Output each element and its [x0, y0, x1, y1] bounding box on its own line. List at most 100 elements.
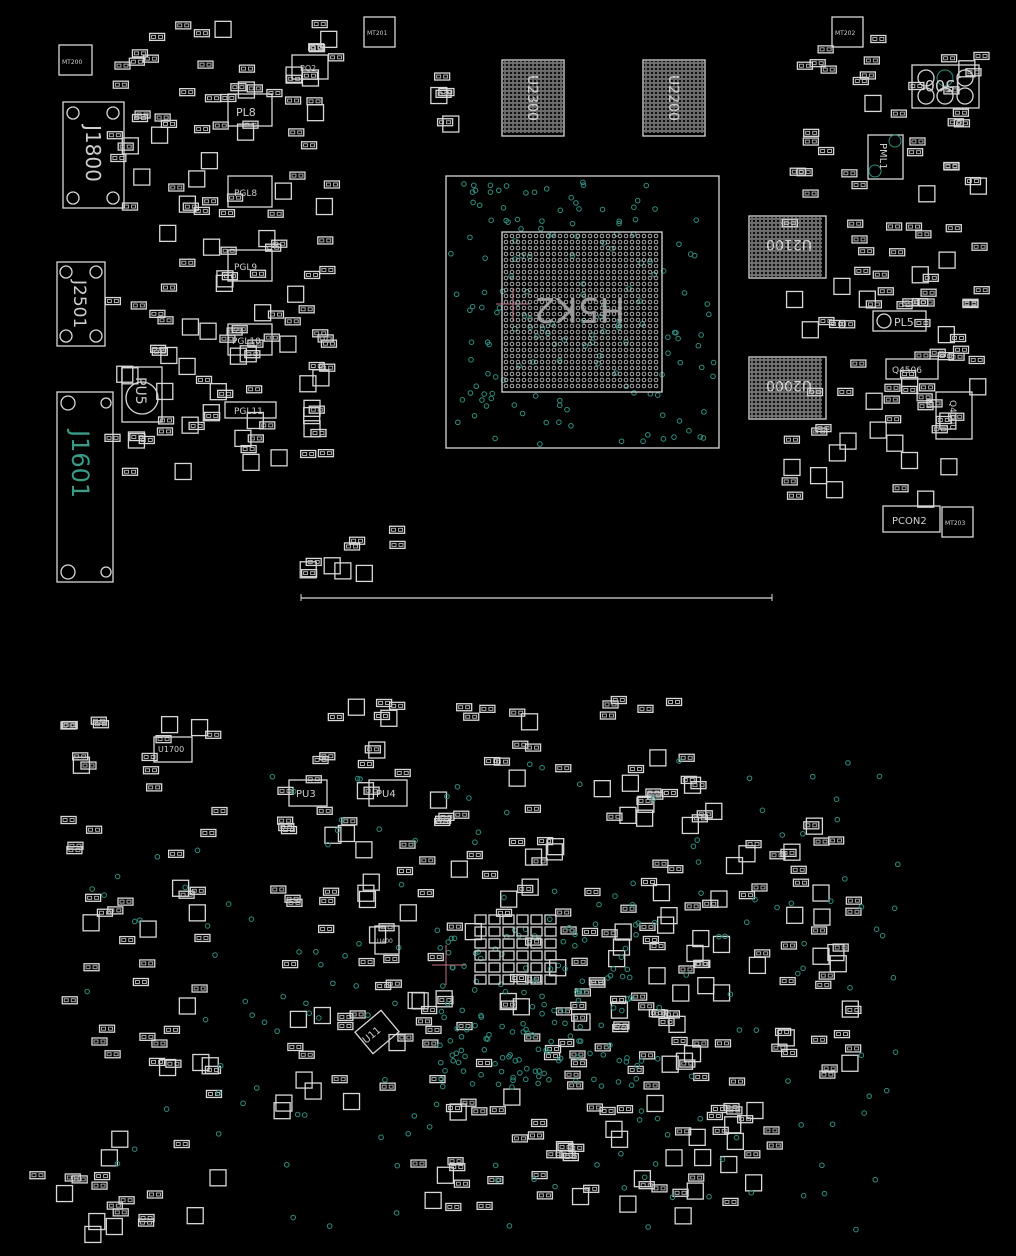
smd-component: [327, 53, 345, 62]
via: [468, 356, 474, 363]
via: [445, 949, 452, 956]
smd-component: [661, 1055, 679, 1073]
smd-component: [450, 860, 468, 878]
connector-j500[interactable]: J500: [911, 64, 980, 109]
smd-component: [777, 1029, 795, 1047]
via: [779, 832, 786, 838]
via: [438, 1076, 445, 1083]
ic-u1700[interactable]: U1700: [153, 736, 193, 763]
via: [615, 1079, 622, 1085]
smd-component: [811, 1035, 828, 1044]
inductor-pgl8[interactable]: PGL8: [227, 175, 273, 208]
memory-u2100[interactable]: U2100: [748, 215, 827, 279]
connector-j1601[interactable]: J1601: [56, 391, 114, 583]
inductor-pl8[interactable]: PL8: [227, 93, 273, 127]
smd-component: [266, 88, 283, 98]
label-pcon2: PCON2: [892, 516, 927, 527]
via: [610, 966, 617, 972]
power-ic-pu4[interactable]: PU4: [368, 779, 408, 807]
inductor-pl5[interactable]: PL5: [872, 310, 927, 332]
memory-u2300[interactable]: U2300: [501, 59, 565, 137]
via: [581, 937, 588, 943]
smd-component: [818, 316, 835, 326]
smd-component: [300, 449, 317, 459]
inductor-pml1[interactable]: PML1: [867, 134, 904, 180]
connector-pcon2[interactable]: PCON2: [882, 505, 941, 533]
via: [514, 300, 521, 306]
inductor-pgl11[interactable]: PGL11: [224, 401, 277, 419]
smd-component: [104, 296, 122, 306]
smd-component: [599, 711, 617, 720]
smd-component: [464, 922, 482, 941]
via: [641, 1174, 648, 1181]
label-u11: U11: [361, 1025, 383, 1046]
via: [461, 963, 467, 969]
inductor-pgl9[interactable]: PGL9: [227, 249, 273, 282]
smd-component: [306, 104, 325, 122]
via: [455, 419, 461, 426]
via: [638, 1108, 645, 1114]
smd-component: [274, 182, 293, 200]
via: [847, 984, 853, 991]
via: [442, 1067, 448, 1074]
via: [89, 886, 95, 892]
memory-u2000[interactable]: U2000: [748, 356, 827, 420]
via: [313, 949, 319, 955]
via: [516, 1057, 522, 1063]
via: [526, 761, 533, 768]
smd-component: [973, 286, 990, 295]
memory-u2200[interactable]: U2200: [642, 59, 706, 137]
smd-component: [608, 949, 626, 968]
gpu-package[interactable]: H5K2: [445, 175, 720, 449]
smd-component: [173, 1139, 190, 1149]
via: [656, 1004, 663, 1011]
ic-u11[interactable]: U11: [354, 1009, 400, 1055]
via: [560, 1007, 567, 1014]
via: [500, 205, 507, 211]
smd-component: [820, 65, 837, 74]
power-ic-pu3[interactable]: PU3: [288, 779, 328, 807]
via: [101, 892, 107, 898]
smd-component: [652, 859, 669, 868]
inductor-pgl10[interactable]: PGL10: [227, 323, 273, 356]
smd-component: [851, 180, 868, 190]
via: [306, 1010, 313, 1016]
transistor-pq2[interactable]: PQ2: [291, 54, 329, 80]
bottom-cpu-area[interactable]: [432, 914, 557, 985]
smd-component: [341, 817, 358, 826]
via: [618, 438, 625, 445]
mounting-hole-mt202: MT202: [831, 16, 864, 48]
via: [481, 289, 488, 296]
via: [519, 410, 526, 417]
smd-component: [188, 904, 206, 922]
power-ic-pu5[interactable]: PU5: [121, 366, 163, 423]
via: [498, 1068, 505, 1075]
via: [487, 189, 494, 195]
connector-j1800[interactable]: J1800: [62, 101, 125, 209]
via: [489, 390, 496, 397]
via: [624, 1055, 630, 1061]
smd-component: [160, 283, 178, 292]
connector-j2501[interactable]: J2501: [56, 261, 106, 347]
via: [477, 955, 484, 962]
smd-component: [586, 1103, 604, 1112]
smd-component: [347, 698, 366, 716]
transistor-q4100[interactable]: Q4100: [935, 391, 973, 440]
via: [539, 1010, 545, 1017]
smd-component: [66, 846, 83, 855]
via: [675, 335, 681, 342]
smd-component: [284, 96, 302, 105]
via: [879, 932, 886, 939]
via: [453, 1050, 460, 1057]
smd-component: [191, 984, 208, 993]
smd-component: [917, 402, 934, 411]
smd-component: [349, 1010, 366, 1019]
via: [301, 1112, 308, 1118]
via: [616, 1057, 623, 1064]
ic-u400[interactable]: U400: [374, 925, 400, 955]
via: [697, 434, 704, 440]
transistor-q4506[interactable]: Q4506: [885, 358, 939, 380]
via: [719, 1156, 726, 1163]
via: [204, 923, 211, 929]
